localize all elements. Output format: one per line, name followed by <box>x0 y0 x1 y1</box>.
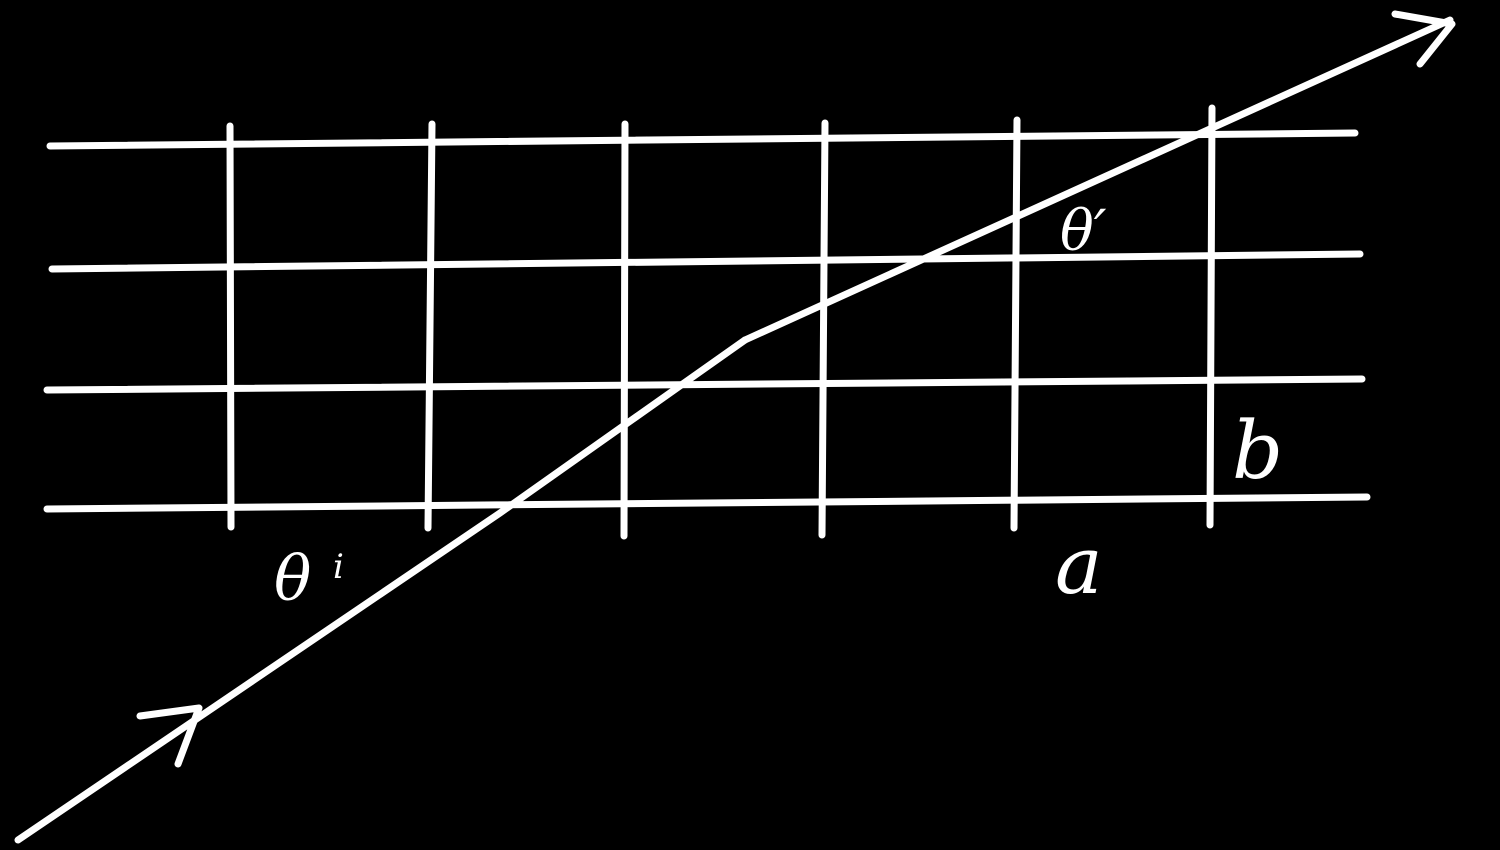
vertical-line-6 <box>1206 104 1216 529</box>
vertical-line-1 <box>226 122 235 531</box>
spacing-a-label: a <box>1055 519 1103 612</box>
theta-incident-label: θ i <box>274 542 344 615</box>
arrowhead-upper-icon <box>1391 10 1456 68</box>
theta-refracted-label: θ′ <box>1060 199 1107 264</box>
horizontal-line-4 <box>43 493 1371 513</box>
arrowhead-lower-icon <box>136 704 203 768</box>
horizontal-lattice-lines <box>43 129 1371 513</box>
ray <box>14 10 1456 844</box>
vertical-line-5 <box>1010 116 1021 532</box>
theta-incident-subscript: i <box>333 547 344 587</box>
horizontal-line-2 <box>48 250 1364 273</box>
vertical-line-3 <box>620 120 629 540</box>
vertical-line-2 <box>424 120 436 532</box>
horizontal-line-1 <box>46 129 1359 150</box>
incident-ray <box>14 336 749 844</box>
spacing-b-label: b <box>1232 404 1283 497</box>
vertical-lattice-lines <box>226 104 1216 540</box>
refracted-ray <box>741 16 1454 344</box>
horizontal-line-3 <box>43 375 1366 394</box>
vertical-line-4 <box>818 119 829 539</box>
